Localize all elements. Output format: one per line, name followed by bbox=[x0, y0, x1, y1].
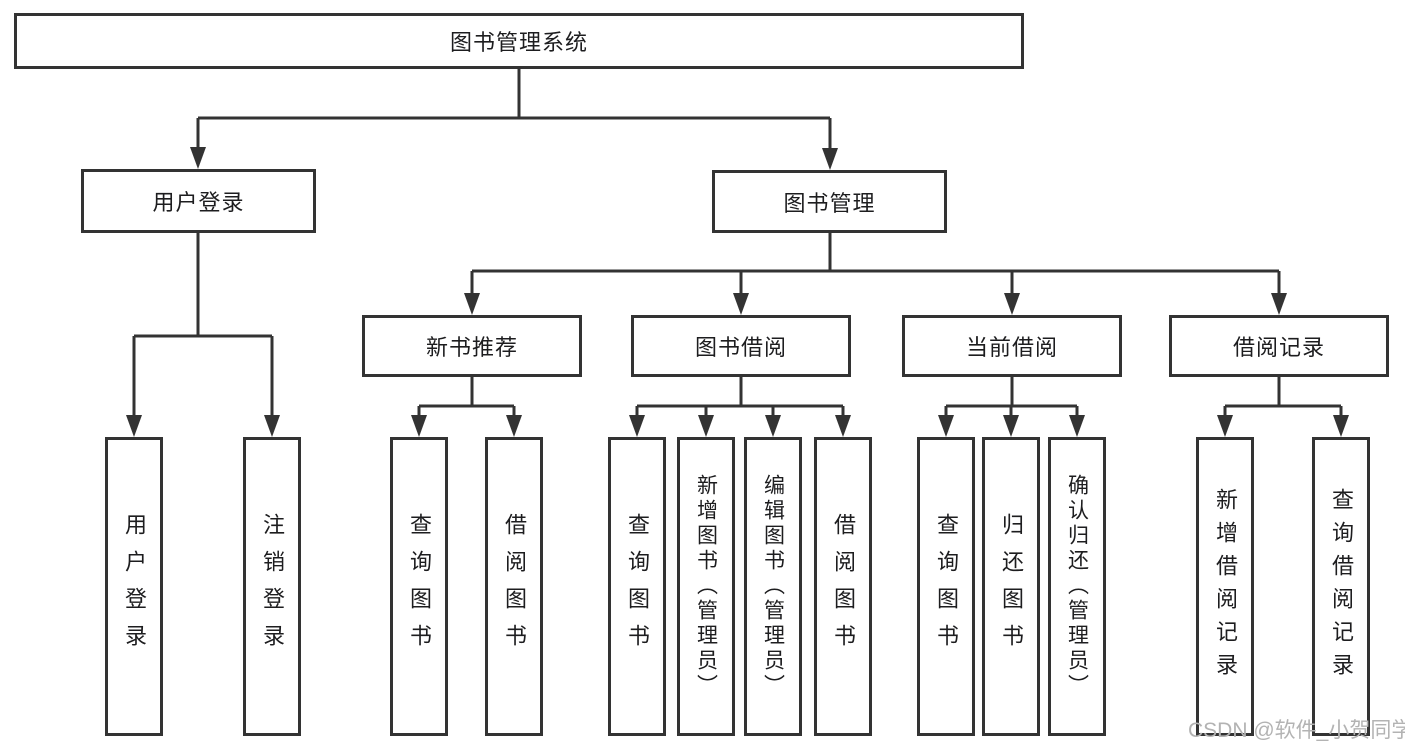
leaf-borrow-borrow-books: 借阅图书 bbox=[814, 437, 872, 736]
leaf-newrec-borrow-books: 借阅图书 bbox=[485, 437, 543, 736]
node-current-borrowing-label: 当前借阅 bbox=[965, 335, 1058, 360]
node-root-label: 图书管理系统 bbox=[449, 30, 588, 55]
watermark: CSDN @软件_小贺同学 bbox=[1188, 719, 1405, 742]
leaf-borrow-query-books: 查询图书 bbox=[608, 437, 666, 736]
leaf-current-return-books-label: 归还图书 bbox=[999, 512, 1024, 661]
leaf-current-confirm-return-admin-label: 确认归还（管理员） bbox=[1065, 474, 1089, 699]
node-book-management: 图书管理 bbox=[712, 170, 947, 233]
leaf-records-query-record-label: 查询借阅记录 bbox=[1329, 487, 1354, 686]
node-user-login-label: 用户登录 bbox=[152, 190, 245, 215]
leaf-borrow-borrow-books-label: 借阅图书 bbox=[831, 512, 856, 661]
leaf-borrow-add-books-admin: 新增图书（管理员） bbox=[677, 437, 735, 736]
leaf-user-login-label: 用户登录 bbox=[122, 512, 147, 661]
leaf-newrec-query-books-label: 查询图书 bbox=[407, 512, 432, 661]
leaf-current-return-books: 归还图书 bbox=[982, 437, 1040, 736]
node-book-management-label: 图书管理 bbox=[783, 190, 876, 216]
leaf-newrec-query-books: 查询图书 bbox=[390, 437, 448, 736]
leaf-borrow-edit-books-admin: 编辑图书（管理员） bbox=[744, 437, 802, 736]
leaf-logout-label: 注销登录 bbox=[260, 512, 285, 661]
leaf-current-query-books-label: 查询图书 bbox=[934, 512, 959, 661]
node-root: 图书管理系统 bbox=[14, 13, 1024, 69]
node-borrowing-records: 借阅记录 bbox=[1169, 315, 1389, 377]
node-new-book-recommend: 新书推荐 bbox=[362, 315, 582, 377]
node-book-borrowing-label: 图书借阅 bbox=[694, 335, 787, 360]
leaf-records-query-record: 查询借阅记录 bbox=[1312, 437, 1370, 736]
node-current-borrowing: 当前借阅 bbox=[902, 315, 1122, 377]
node-new-book-recommend-label: 新书推荐 bbox=[425, 335, 518, 360]
leaf-newrec-borrow-books-label: 借阅图书 bbox=[502, 512, 527, 661]
leaf-records-add-record-label: 新增借阅记录 bbox=[1213, 487, 1238, 686]
leaf-borrow-add-books-admin-label: 新增图书（管理员） bbox=[694, 474, 718, 699]
leaf-records-add-record: 新增借阅记录 bbox=[1196, 437, 1254, 736]
leaf-borrow-query-books-label: 查询图书 bbox=[625, 512, 650, 661]
leaf-borrow-edit-books-admin-label: 编辑图书（管理员） bbox=[761, 474, 785, 699]
node-user-login: 用户登录 bbox=[81, 169, 316, 233]
leaf-current-confirm-return-admin: 确认归还（管理员） bbox=[1048, 437, 1106, 736]
leaf-user-login: 用户登录 bbox=[105, 437, 163, 736]
node-book-borrowing: 图书借阅 bbox=[631, 315, 851, 377]
leaf-logout: 注销登录 bbox=[243, 437, 301, 736]
node-borrowing-records-label: 借阅记录 bbox=[1232, 335, 1325, 360]
leaf-current-query-books: 查询图书 bbox=[917, 437, 975, 736]
